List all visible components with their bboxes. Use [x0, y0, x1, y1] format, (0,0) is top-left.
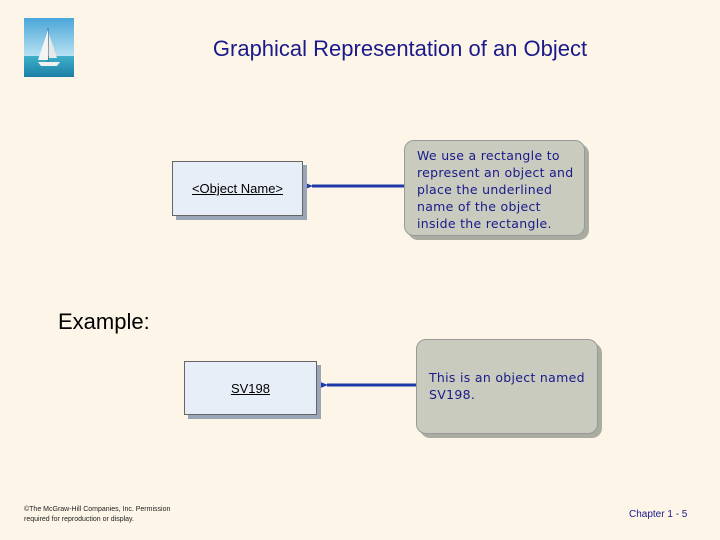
note-2-text: This is an object named SV198. [429, 370, 585, 402]
sv198-explanation-note: This is an object named SV198. [416, 339, 598, 434]
object-name-label: <Object Name> [191, 181, 284, 196]
sv198-object-box: SV198 [184, 361, 317, 415]
note-1-text: We use a rectangle to represent an objec… [417, 148, 574, 231]
example-heading: Example: [58, 309, 150, 334]
sailboat-logo-image [24, 18, 74, 77]
rectangle-explanation-note: We use a rectangle to represent an objec… [404, 140, 585, 236]
copyright-notice: ©The McGraw-Hill Companies, Inc. Permiss… [24, 506, 171, 523]
object-name-box: <Object Name> [172, 161, 303, 216]
sv198-label: SV198 [230, 380, 271, 396]
page-title: Graphical Representation of an Object [212, 36, 588, 61]
chapter-page-number: Chapter 1 - 5 [629, 509, 688, 520]
